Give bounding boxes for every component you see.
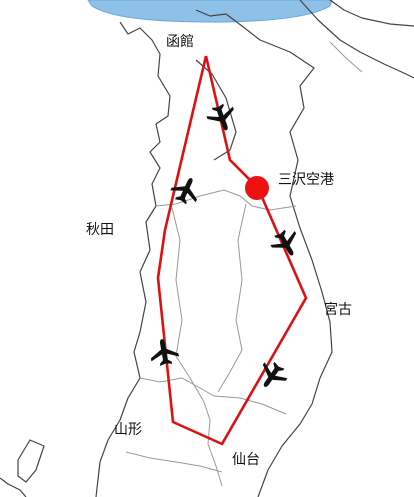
label-yamagata: 山形 xyxy=(114,422,142,438)
top-banner xyxy=(87,0,333,23)
misawa-airport-marker xyxy=(245,176,269,200)
label-miyako: 宮古 xyxy=(324,302,352,318)
label-misawa-airport: 三沢空港 xyxy=(278,172,334,188)
airplane-icon xyxy=(167,172,205,208)
airplane-icon xyxy=(253,357,291,395)
label-sendai: 仙台 xyxy=(232,452,260,468)
airplane-icon xyxy=(147,336,181,368)
prefecture-borders xyxy=(125,41,363,487)
airplane-icon xyxy=(267,225,305,263)
flight-route xyxy=(156,55,308,446)
label-akita: 秋田 xyxy=(86,222,114,238)
label-hakodate: 函館 xyxy=(166,34,194,50)
